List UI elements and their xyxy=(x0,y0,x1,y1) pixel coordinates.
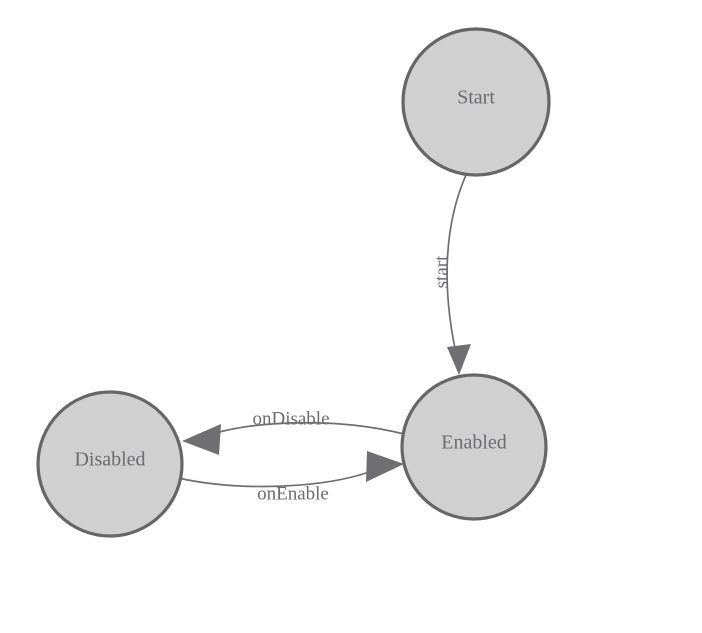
edge-label-on-disable: onDisable xyxy=(252,408,329,429)
arrowhead-into-enabled-from-disabled xyxy=(366,451,404,482)
arrowhead-into-enabled-from-start xyxy=(447,344,471,375)
node-start[interactable]: Start xyxy=(401,27,551,177)
edge-label-start: start xyxy=(431,255,452,288)
node-start-circle xyxy=(401,27,551,177)
edge-path-enabled-to-disabled xyxy=(211,421,405,435)
edge-disabled-to-enabled[interactable]: onEnable xyxy=(177,451,404,504)
edge-start-to-enabled[interactable]: start xyxy=(431,174,471,375)
edge-path-disabled-to-enabled xyxy=(177,470,373,488)
edge-enabled-to-disabled[interactable]: onDisable xyxy=(182,408,405,455)
node-disabled-circle xyxy=(36,390,184,538)
node-disabled-label: Disabled xyxy=(74,449,145,471)
edge-path-start-to-enabled xyxy=(446,174,467,363)
node-enabled[interactable]: Enabled xyxy=(400,373,548,521)
arrowhead-into-disabled xyxy=(182,424,221,455)
node-start-label: Start xyxy=(457,87,495,109)
node-disabled[interactable]: Disabled xyxy=(36,390,184,538)
node-enabled-circle xyxy=(400,373,548,521)
edge-label-on-enable: onEnable xyxy=(257,483,329,504)
node-enabled-label: Enabled xyxy=(441,432,507,454)
